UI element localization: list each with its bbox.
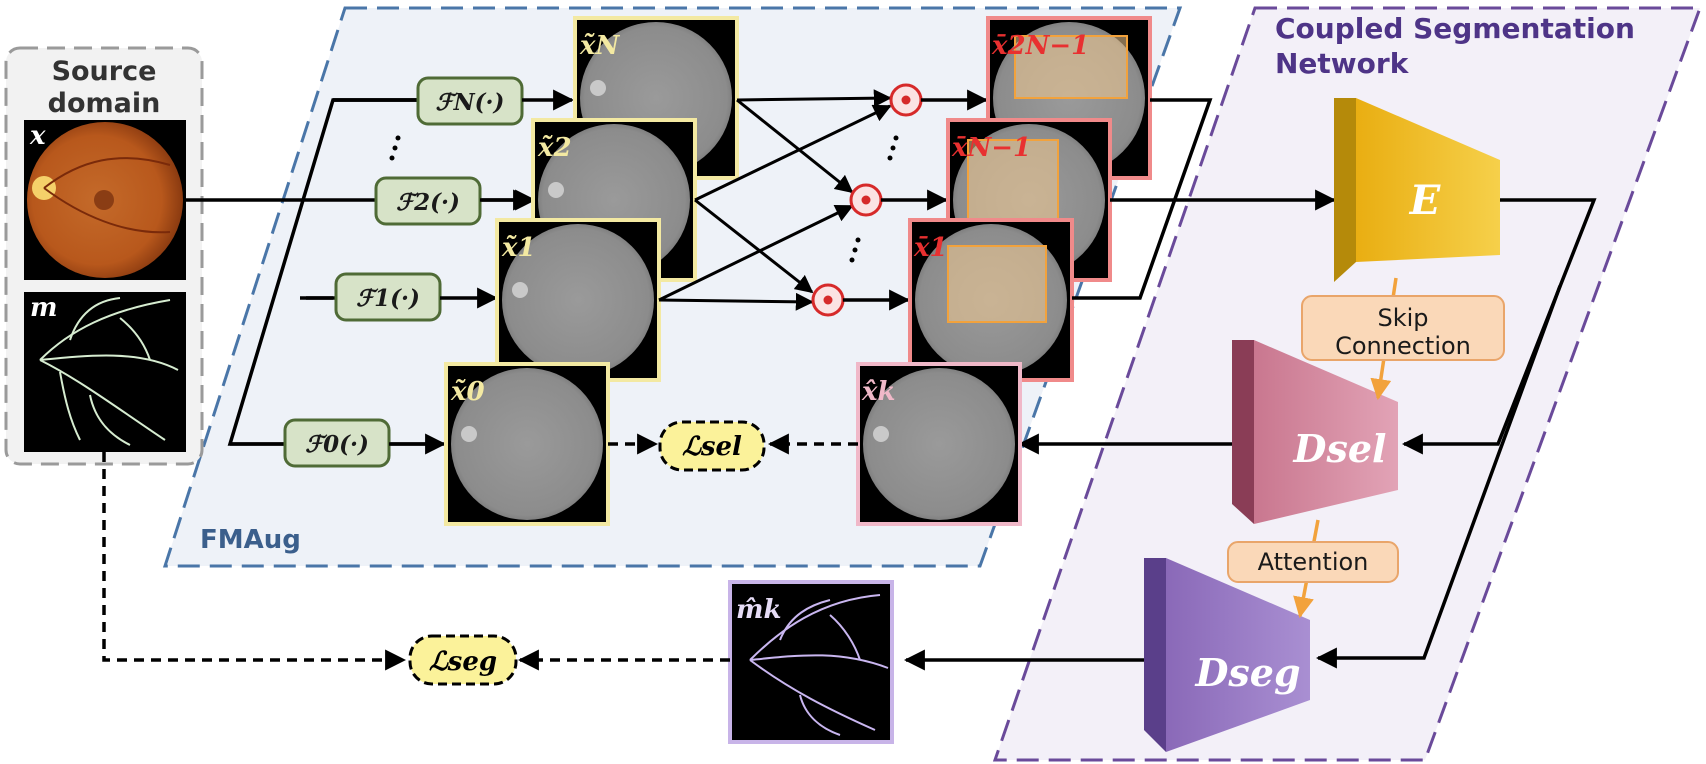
filter-ellipsis xyxy=(389,135,401,161)
network-title-line2: Network xyxy=(1275,47,1410,80)
filter-output-arrows xyxy=(389,89,575,455)
multiply-node-top xyxy=(889,83,923,117)
svg-text:x̂k: x̂k xyxy=(861,377,896,407)
image-xk-hat: x̂k xyxy=(856,362,1022,526)
encoder-output-lines xyxy=(1315,198,1597,669)
source-fundus-image: x xyxy=(24,120,186,280)
fmaug-title: FMAug xyxy=(200,525,301,555)
mixing-lines xyxy=(658,89,892,311)
svg-text:m̂k: m̂k xyxy=(736,595,782,625)
decoder-seg-block: Dseg xyxy=(1144,558,1310,752)
loss-sel-badge: ℒsel xyxy=(658,420,766,472)
mixed-arrows xyxy=(843,89,989,311)
svg-text:ℱ2(·): ℱ2(·) xyxy=(396,189,460,216)
svg-text:Skip: Skip xyxy=(1377,304,1428,332)
svg-text:Dseg: Dseg xyxy=(1194,650,1300,695)
svg-text:ℱN(·): ℱN(·) xyxy=(436,89,505,116)
svg-text:x̃1: x̃1 xyxy=(501,233,536,263)
svg-text:x̃N: x̃N xyxy=(579,31,621,61)
svg-text:m: m xyxy=(30,293,58,323)
image-x1-bar: x̄1 xyxy=(908,218,1074,382)
filter-f2: ℱ2(·) xyxy=(374,176,482,226)
svg-text:ℒseg: ℒseg xyxy=(429,647,497,677)
source-title-line1: Source xyxy=(52,56,157,87)
svg-text:x̃2: x̃2 xyxy=(537,133,572,163)
svg-text:x̃0: x̃0 xyxy=(450,377,485,407)
filter-input-lines xyxy=(230,98,418,446)
svg-text:x̄1: x̄1 xyxy=(913,233,948,263)
source-title-line2: domain xyxy=(48,88,161,119)
skip-connection-badge: Skip Connection xyxy=(1301,295,1505,361)
filter-fN: ℱN(·) xyxy=(416,76,524,126)
svg-text:x̄N−1: x̄N−1 xyxy=(951,133,1031,163)
image-x0: x̃0 xyxy=(444,362,610,526)
loss-seg-lines xyxy=(102,452,730,671)
svg-text:Dsel: Dsel xyxy=(1293,426,1387,471)
svg-text:E: E xyxy=(1409,177,1441,224)
mixing-ellipsis xyxy=(849,135,899,263)
multiply-node-bottom xyxy=(811,283,845,317)
multiply-node-mid xyxy=(849,183,883,217)
predicted-mask: m̂k xyxy=(728,580,894,744)
image-x1: x̃1 xyxy=(495,218,661,382)
network-title-line1: Coupled Segmentation xyxy=(1275,12,1635,45)
source-vessel-mask: m xyxy=(24,292,186,452)
attention-badge: Attention xyxy=(1227,541,1399,583)
svg-text:x: x xyxy=(29,121,46,151)
svg-text:ℒsel: ℒsel xyxy=(682,432,742,462)
svg-text:Attention: Attention xyxy=(1258,548,1369,576)
decoder-sel-block: Dsel xyxy=(1232,340,1398,524)
svg-text:ℱ0(·): ℱ0(·) xyxy=(305,431,369,458)
svg-text:x̄2N−1: x̄2N−1 xyxy=(991,31,1089,61)
loss-seg-badge: ℒseg xyxy=(408,634,518,686)
filter-f0: ℱ0(·) xyxy=(283,418,391,468)
mixed-to-encoder-lines xyxy=(1072,98,1337,300)
svg-text:Connection: Connection xyxy=(1335,332,1471,360)
encoder-block: E xyxy=(1334,98,1500,282)
svg-text:ℱ1(·): ℱ1(·) xyxy=(356,285,420,312)
filter-f1: ℱ1(·) xyxy=(334,272,442,322)
